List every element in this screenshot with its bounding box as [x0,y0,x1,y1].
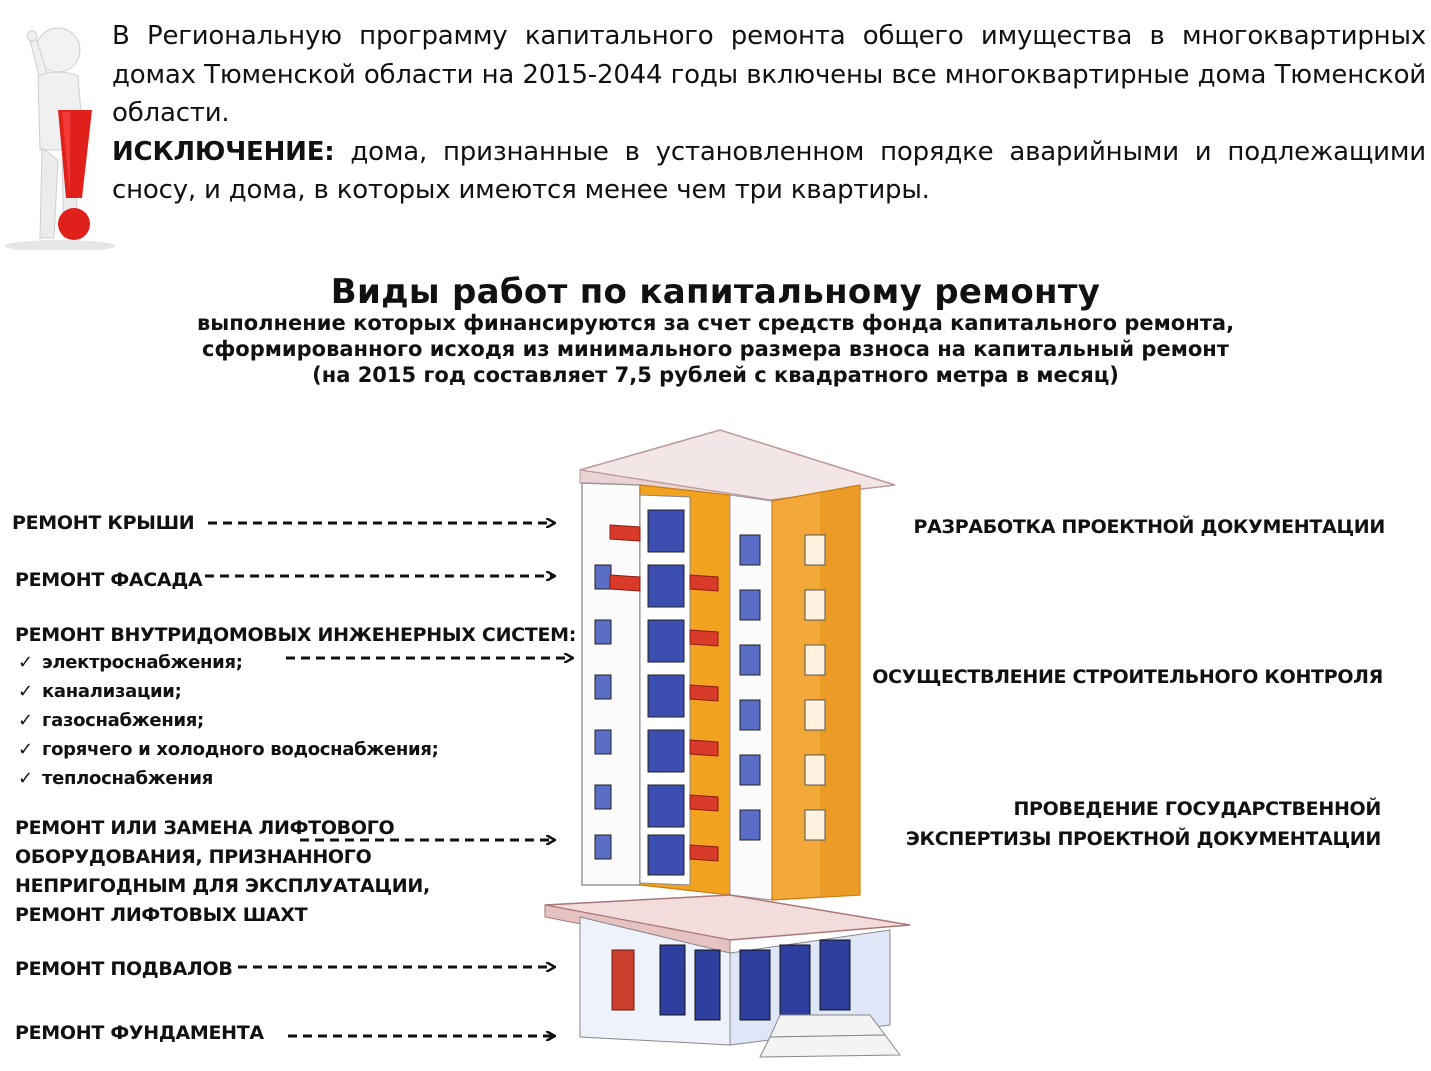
label-engineering-systems: РЕМОНТ ВНУТРИДОМОВЫХ ИНЖЕНЕРНЫХ СИСТЕМ: [15,624,577,646]
intro-text: В Региональную программу капитального ре… [112,17,1426,210]
label-roof-repair: РЕМОНТ КРЫШИ [12,512,195,534]
exception-text: дома, признанные в установленном порядке… [112,136,1426,206]
person-with-exclamation-icon [5,27,115,250]
section-subtitle-line-2: сформированного исходя из минимального р… [202,337,1229,361]
lift-line: ОБОРУДОВАНИЯ, ПРИЗНАННОГО [15,846,372,868]
apartment-building-illustration [544,429,911,1058]
label-construction-control: ОСУЩЕСТВЛЕНИЕ СТРОИТЕЛЬНОГО КОНТРОЛЯ [872,666,1383,688]
list-item: ✓электроснабжения; [18,652,243,673]
expertise-line: ПРОВЕДЕНИЕ ГОСУДАРСТВЕННОЙ [1013,798,1381,820]
list-item: ✓горячего и холодного водоснабжения; [18,739,439,760]
exception-label: ИСКЛЮЧЕНИЕ: [112,136,335,167]
engineering-systems-list: ✓электроснабжения; ✓канализации; ✓газосн… [18,652,439,797]
lift-line: РЕМОНТ ИЛИ ЗАМЕНА ЛИФТОВОГО [15,817,395,839]
expertise-line: ЭКСПЕРТИЗЫ ПРОЕКТНОЙ ДОКУМЕНТАЦИИ [905,828,1381,850]
lift-line: НЕПРИГОДНЫМ ДЛЯ ЭКСПЛУАТАЦИИ, [15,875,430,897]
section-title: Виды работ по капитальному ремонту [330,272,1101,312]
label-foundation-repair: РЕМОНТ ФУНДАМЕНТА [15,1022,264,1044]
label-facade-repair: РЕМОНТ ФАСАДА [15,569,203,591]
label-design-documentation: РАЗРАБОТКА ПРОЕКТНОЙ ДОКУМЕНТАЦИИ [913,516,1386,538]
intro-paragraph: В Региональную программу капитального ре… [112,21,1426,128]
exception-paragraph: ИСКЛЮЧЕНИЕ: дома, признанные в установле… [112,133,1426,210]
section-subtitle-line-3: (на 2015 год составляет 7,5 рублей с ква… [312,363,1119,387]
label-lift-repair: РЕМОНТ ИЛИ ЗАМЕНА ЛИФТОВОГО ОБОРУДОВАНИЯ… [15,814,430,930]
checkmark-icon: ✓ [18,768,33,789]
list-item: ✓газоснабжения; [18,710,204,731]
checkmark-icon: ✓ [18,739,33,760]
list-item: ✓теплоснабжения [18,768,213,789]
checkmark-icon: ✓ [18,681,33,702]
label-basement-repair: РЕМОНТ ПОДВАЛОВ [15,958,233,980]
section-subtitle-line-1: выполнение которых финансируются за счет… [196,311,1235,335]
lift-line: РЕМОНТ ЛИФТОВЫХ ШАХТ [15,904,308,926]
list-item: ✓канализации; [18,681,182,702]
checkmark-icon: ✓ [18,652,33,673]
label-state-expertise: ПРОВЕДЕНИЕ ГОСУДАРСТВЕННОЙ ЭКСПЕРТИЗЫ ПР… [906,794,1381,854]
checkmark-icon: ✓ [18,710,33,731]
